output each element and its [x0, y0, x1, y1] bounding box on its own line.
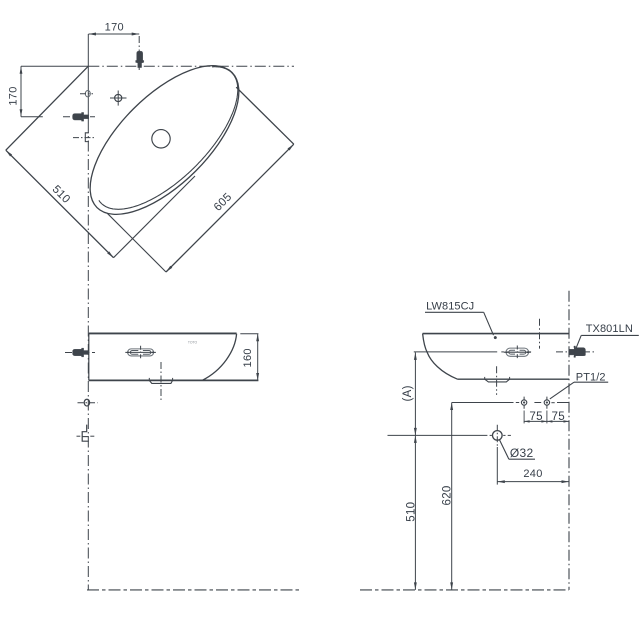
svg-text:160: 160	[242, 348, 254, 367]
svg-text:(A): (A)	[402, 385, 414, 401]
svg-text:620: 620	[441, 485, 453, 505]
svg-text:TOTO: TOTO	[188, 341, 198, 345]
svg-text:75: 75	[552, 410, 566, 423]
svg-text:510: 510	[405, 502, 417, 522]
svg-text:75: 75	[529, 410, 543, 423]
svg-text:LW815CJ: LW815CJ	[426, 301, 474, 313]
svg-text:170: 170	[105, 22, 124, 34]
svg-text:605: 605	[212, 191, 235, 214]
svg-text:Ø32: Ø32	[510, 446, 534, 460]
svg-text:PT1/2: PT1/2	[576, 371, 606, 383]
svg-text:170: 170	[8, 86, 20, 105]
svg-text:510: 510	[50, 183, 73, 206]
svg-text:TX801LN: TX801LN	[586, 323, 633, 335]
svg-text:240: 240	[523, 468, 542, 480]
